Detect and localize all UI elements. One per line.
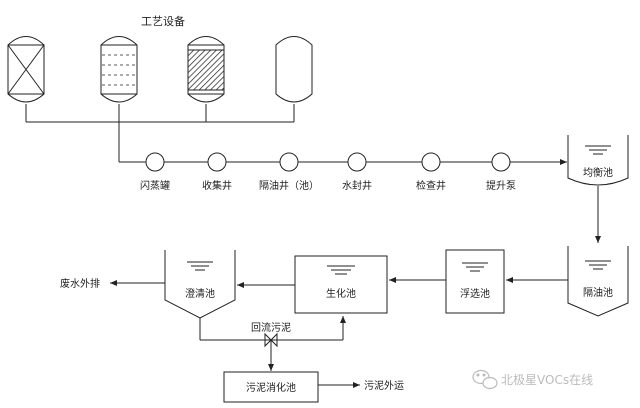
biochemical-tank: 生化池 <box>294 255 388 314</box>
step-label-collection-well: 收集井 <box>202 179 232 192</box>
watermark: 北极星VOCs在线 <box>472 369 593 390</box>
oil-separation-tank: 隔油池 <box>567 246 629 317</box>
vessel-crossed <box>7 36 45 103</box>
biochemical-tank-label: 生化池 <box>326 287 356 300</box>
step-circle-oil-trap-well <box>279 152 299 172</box>
step-circle-water-seal-well <box>347 152 367 172</box>
vessel-dashed <box>100 36 138 103</box>
step-label-inspection-well: 检查井 <box>416 179 446 192</box>
equalization-tank: 均衡池 <box>567 135 629 186</box>
oil-separation-tank-label: 隔油池 <box>583 286 613 299</box>
vessel-plain <box>275 36 313 103</box>
vessel-hatched <box>187 36 225 103</box>
step-circle-collection-well <box>207 152 227 172</box>
sludge-digestion-tank: 污泥消化池 <box>223 371 319 403</box>
wechat-icon <box>472 369 498 390</box>
process-step-labels: 闪蒸罐 收集井 隔油井（池） 水封井 检查井 提升泵 <box>140 179 516 192</box>
step-circle-inspection-well <box>421 152 441 172</box>
step-label-lift-pump: 提升泵 <box>486 180 516 192</box>
clarifier-tank: 澄清池 <box>164 250 236 319</box>
step-circle-flash-tank <box>145 152 165 172</box>
step-label-water-seal-well: 水封井 <box>342 179 372 192</box>
sludge-digestion-tank-label: 污泥消化池 <box>246 381 296 394</box>
diagram-title: 工艺设备 <box>141 14 185 28</box>
sludge-return-valve-icon <box>264 332 278 348</box>
sludge-out-label: 污泥外运 <box>364 379 404 392</box>
watermark-text: 北极星VOCs在线 <box>501 373 593 387</box>
equipment-header-pipe <box>25 104 295 162</box>
flotation-tank-label: 浮选池 <box>460 287 490 300</box>
wastewater-discharge-label: 废水外排 <box>60 277 100 290</box>
equalization-tank-label: 均衡池 <box>583 166 613 179</box>
step-label-flash-tank: 闪蒸罐 <box>140 179 170 192</box>
step-circle-lift-pump <box>491 152 511 172</box>
step-label-oil-trap-well: 隔油井（池） <box>259 179 319 192</box>
flotation-tank: 浮选池 <box>445 249 505 314</box>
equipment-row <box>7 36 313 103</box>
process-steps <box>145 152 511 172</box>
sludge-return-label: 回流污泥 <box>251 321 291 334</box>
clarifier-tank-label: 澄清池 <box>185 287 215 300</box>
